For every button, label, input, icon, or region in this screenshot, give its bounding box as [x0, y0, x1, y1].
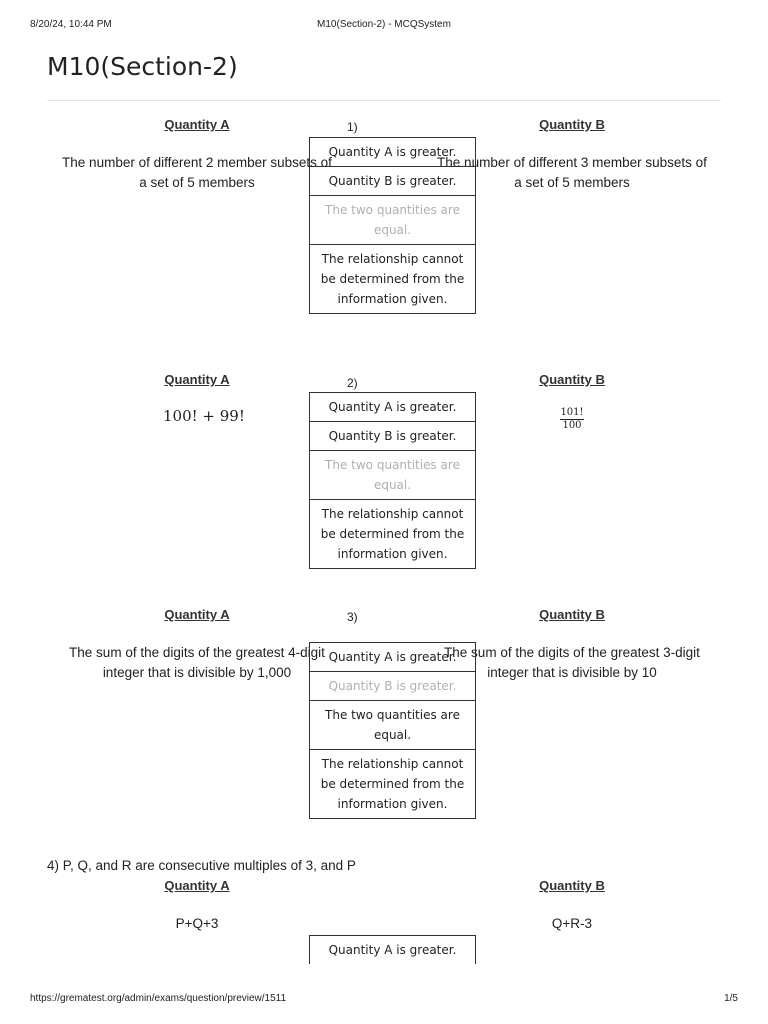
q3-choice-b-greater[interactable]: Quantity B is greater.: [310, 672, 475, 701]
q2-quantity-a-expression: 100! + 99!: [163, 407, 245, 425]
q2-choice-b-greater[interactable]: Quantity B is greater.: [310, 422, 475, 451]
print-header: 8/20/24, 10:44 PM M10(Section-2) - MCQSy…: [30, 19, 738, 33]
q2-fraction-numerator: 101!: [560, 407, 584, 420]
q4-choice-a-greater[interactable]: Quantity A is greater.: [328, 943, 457, 957]
q3-quantity-a-label: Quantity A: [164, 607, 230, 622]
q1-choice-equal[interactable]: The two quantities are equal.: [310, 196, 475, 245]
q1-quantity-b-text: The number of different 3 member subsets…: [437, 155, 707, 190]
q1-answer-choices: Quantity A is greater. Quantity B is gre…: [309, 137, 476, 314]
q4-answer-choices: Quantity A is greater.: [309, 935, 476, 964]
q1-quantity-b-label: Quantity B: [539, 117, 605, 132]
q4-quantity-b-label: Quantity B: [539, 878, 605, 893]
q1-number: 1): [347, 120, 358, 134]
q4-stem: 4) P, Q, and R are consecutive multiples…: [47, 858, 356, 873]
q2-quantity-b-label: Quantity B: [539, 372, 605, 387]
q4-quantity-b-expression: Q+R-3: [551, 916, 593, 931]
print-page-number: 1/5: [724, 993, 738, 1004]
q3-quantity-b-text: The sum of the digits of the greatest 3-…: [444, 645, 700, 680]
q2-choice-a-greater[interactable]: Quantity A is greater.: [310, 393, 475, 422]
q2-quantity-a-label: Quantity A: [164, 372, 230, 387]
q2-quantity-b-fraction: 101! 100: [560, 407, 584, 432]
print-url: https://grematest.org/admin/exams/questi…: [30, 993, 287, 1004]
q3-choice-a-greater[interactable]: Quantity A is greater.: [310, 643, 475, 672]
q2-number: 2): [347, 376, 358, 390]
q2-fraction-denominator: 100: [562, 420, 582, 431]
q4-quantity-a-label: Quantity A: [164, 878, 230, 893]
q3-answer-choices: Quantity A is greater. Quantity B is gre…: [309, 642, 476, 819]
q1-choice-cannot-determine[interactable]: The relationship cannot be determined fr…: [310, 245, 475, 314]
q3-choice-cannot-determine[interactable]: The relationship cannot be determined fr…: [310, 750, 475, 819]
page-title: M10(Section-2): [47, 52, 238, 81]
q1-quantity-a-text: The number of different 2 member subsets…: [62, 155, 332, 190]
q1-quantity-a-label: Quantity A: [164, 117, 230, 132]
print-doc-title: M10(Section-2) - MCQSystem: [317, 19, 451, 30]
q3-quantity-a-text: The sum of the digits of the greatest 4-…: [69, 645, 325, 680]
print-footer: https://grematest.org/admin/exams/questi…: [30, 993, 738, 1007]
q3-quantity-b-label: Quantity B: [539, 607, 605, 622]
q2-answer-choices: Quantity A is greater. Quantity B is gre…: [309, 392, 476, 569]
title-divider: [47, 100, 721, 101]
q3-choice-equal[interactable]: The two quantities are equal.: [310, 701, 475, 750]
q4-quantity-a-expression: P+Q+3: [175, 916, 219, 931]
q2-choice-equal[interactable]: The two quantities are equal.: [310, 451, 475, 500]
q3-number: 3): [347, 610, 358, 624]
print-datetime: 8/20/24, 10:44 PM: [30, 19, 112, 30]
q2-choice-cannot-determine[interactable]: The relationship cannot be determined fr…: [310, 500, 475, 569]
q1-choice-b-greater[interactable]: Quantity B is greater.: [310, 167, 475, 196]
q1-choice-a-greater[interactable]: Quantity A is greater.: [310, 138, 475, 167]
